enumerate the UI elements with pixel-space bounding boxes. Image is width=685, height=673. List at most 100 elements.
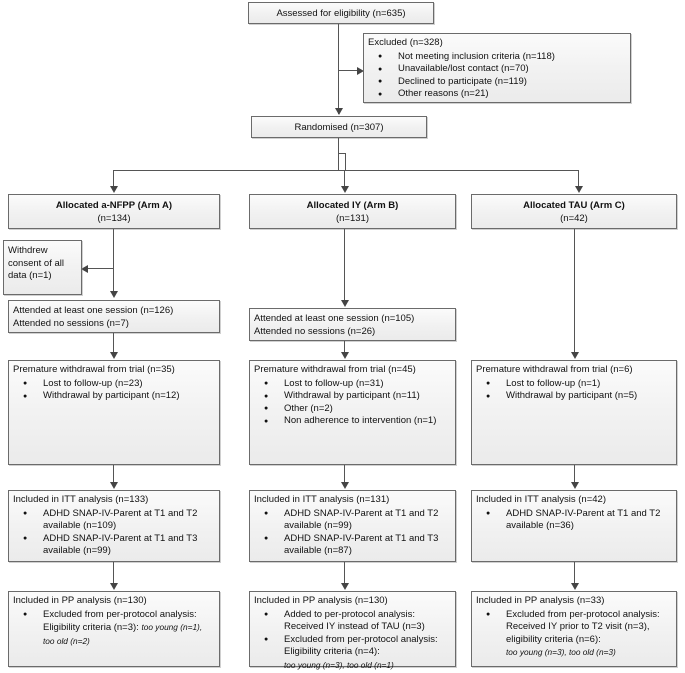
node-withdrawal-arm-a: Premature withdrawal from trial (n=35) L… <box>8 360 220 465</box>
connector-split-left <box>113 170 114 190</box>
arrow-arm-c-to-withdrawal <box>570 352 579 359</box>
list-item: ADHD SNAP-IV-Parent at T1 and T3 availab… <box>254 532 451 558</box>
node-pp-arm-c: Included in PP analysis (n=33) Excluded … <box>471 591 677 667</box>
pp-a-list: Excluded from per-protocol analysis: Eli… <box>13 608 215 649</box>
pp-a-item1-main: Excluded from per-protocol analysis: Eli… <box>43 608 197 634</box>
node-excluded: Excluded (n=328) Not meeting inclusion c… <box>363 33 631 103</box>
pp-c-item1-italic: too young (n=3), too old (n=3) <box>506 647 616 657</box>
node-withdrawal-arm-c: Premature withdrawal from trial (n=6) Lo… <box>471 360 677 465</box>
node-withdrawal-arm-b: Premature withdrawal from trial (n=45) L… <box>249 360 456 465</box>
list-item: Added to per-protocol analysis: Received… <box>254 608 451 634</box>
connector-arm-a-itt-to-pp <box>113 562 114 587</box>
list-item: Excluded from per-protocol analysis: Rec… <box>476 608 672 647</box>
pp-b-list: Added to per-protocol analysis: Received… <box>254 608 451 659</box>
list-item: ADHD SNAP-IV-Parent at T1 and T3 availab… <box>13 532 215 558</box>
pp-b-header: Included in PP analysis (n=130) <box>254 595 388 606</box>
list-item: Lost to follow-up (n=31) <box>254 377 451 391</box>
connector-split-right <box>578 170 579 190</box>
connector-arm-a-alloc-to-attended <box>113 229 114 296</box>
arrow-arm-b-to-pp <box>340 583 349 590</box>
pp-b-item2-italic: too young (n=3), too old (n=1) <box>284 659 394 670</box>
connector-split-bar <box>113 170 579 171</box>
connector-assessed-to-randomised <box>338 24 339 114</box>
withdrawal-c-header: Premature withdrawal from trial (n=6) <box>476 364 633 375</box>
pp-c-item1-main: Excluded from per-protocol analysis: Rec… <box>506 608 660 645</box>
connector-arm-c-alloc-to-withdrawal <box>574 229 575 357</box>
node-allocated-arm-b: Allocated IY (Arm B) (n=131) <box>249 194 456 229</box>
list-item: Declined to participate (n=119) <box>368 75 626 89</box>
list-item: Unavailable/lost contact (n=70) <box>368 63 626 76</box>
itt-b-header: Included in ITT analysis (n=131) <box>254 494 390 505</box>
itt-a-header: Included in ITT analysis (n=133) <box>13 494 149 505</box>
list-item: Withdrawal by participant (n=5) <box>476 390 672 403</box>
connector-split-jog <box>338 153 346 154</box>
node-withdrew-consent: Withdrew consent of all data (n=1) <box>3 240 82 295</box>
arrow-to-arm-a <box>109 186 118 193</box>
allocated-c-line1: Allocated TAU (Arm C) <box>523 200 625 211</box>
node-itt-arm-c: Included in ITT analysis (n=42) ADHD SNA… <box>471 490 677 562</box>
pp-c-list: Excluded from per-protocol analysis: Rec… <box>476 608 672 647</box>
list-item: ADHD SNAP-IV-Parent at T1 and T2 availab… <box>254 507 451 533</box>
withdrawal-b-list: Lost to follow-up (n=31) Withdrawal by p… <box>254 377 451 428</box>
allocated-a-line1: Allocated a-NFPP (Arm A) <box>55 200 173 211</box>
node-pp-arm-a: Included in PP analysis (n=130) Excluded… <box>8 591 220 667</box>
allocated-b-line2: (n=131) <box>335 212 369 224</box>
attended-a-line1: Attended at least one session (n=126) <box>13 305 174 316</box>
list-item: ADHD SNAP-IV-Parent at T1 and T2 availab… <box>13 507 215 533</box>
arrow-to-arm-b <box>340 186 349 193</box>
node-randomised: Randomised (n=307) <box>251 116 427 138</box>
connector-split-middle <box>344 170 345 190</box>
pp-a-item1-italic: too young (n=1), too old (n=2) <box>43 622 203 646</box>
allocated-b-line1: Allocated IY (Arm B) <box>306 200 399 211</box>
node-itt-arm-b: Included in ITT analysis (n=131) ADHD SN… <box>249 490 456 562</box>
arrow-arm-c-to-pp <box>570 583 579 590</box>
connector-arm-c-itt-to-pp <box>574 562 575 587</box>
pp-a-header: Included in PP analysis (n=130) <box>13 595 147 606</box>
itt-c-list: ADHD SNAP-IV-Parent at T1 and T2 availab… <box>476 507 672 533</box>
attended-b-line1: Attended at least one session (n=105) <box>254 313 415 324</box>
list-item: Other reasons (n=21) <box>368 88 626 101</box>
connector-split-jog-v <box>345 153 346 171</box>
list-item: Non adherence to intervention (n=1) <box>254 415 451 428</box>
itt-c-header: Included in ITT analysis (n=42) <box>476 494 606 505</box>
withdrawal-a-header: Premature withdrawal from trial (n=35) <box>13 364 175 375</box>
excluded-header: Excluded (n=328) <box>368 37 443 48</box>
arrow-arm-b-to-attended <box>340 300 349 307</box>
withdrawal-a-list: Lost to follow-up (n=23) Withdrawal by p… <box>13 377 215 403</box>
connector-randomised-stem <box>338 138 339 170</box>
connector-to-excluded <box>338 70 359 71</box>
pp-b-item2-main: Excluded from per-protocol analysis: Eli… <box>284 633 438 658</box>
list-item: Lost to follow-up (n=1) <box>476 377 672 391</box>
arrow-arm-a-to-withdrawal <box>109 352 118 359</box>
allocated-c-line2: (n=42) <box>560 212 588 224</box>
node-itt-arm-a: Included in ITT analysis (n=133) ADHD SN… <box>8 490 220 562</box>
connector-arm-c-withdrawal-to-itt <box>574 465 575 487</box>
arrow-arm-b-to-withdrawal <box>340 352 349 359</box>
randomised-label: Randomised (n=307) <box>294 122 384 133</box>
connector-arm-b-withdrawal-to-itt <box>344 465 345 487</box>
arrow-arm-a-to-attended <box>109 291 118 298</box>
list-item: Withdrawal by participant (n=12) <box>13 390 215 403</box>
connector-arm-b-alloc-to-attended <box>344 229 345 305</box>
pp-c-header: Included in PP analysis (n=33) <box>476 595 605 606</box>
list-item: Other (n=2) <box>254 402 451 416</box>
arrow-arm-a-to-itt <box>109 482 118 489</box>
itt-a-list: ADHD SNAP-IV-Parent at T1 and T2 availab… <box>13 507 215 558</box>
withdrew-consent-label: Withdrew consent of all data (n=1) <box>8 245 64 281</box>
arrow-arm-c-to-itt <box>570 482 579 489</box>
list-item: Lost to follow-up (n=23) <box>13 377 215 391</box>
arrow-to-withdrew-consent <box>81 264 88 273</box>
itt-b-list: ADHD SNAP-IV-Parent at T1 and T2 availab… <box>254 507 451 558</box>
arrow-arm-b-to-itt <box>340 482 349 489</box>
arrow-to-arm-c <box>574 186 583 193</box>
connector-to-withdrew-consent <box>88 268 114 269</box>
attended-b-line2: Attended no sessions (n=26) <box>254 325 376 337</box>
arrow-arm-a-to-pp <box>109 583 118 590</box>
list-item: Excluded from per-protocol analysis: Eli… <box>13 608 215 649</box>
connector-arm-a-withdrawal-to-itt <box>113 465 114 487</box>
connector-arm-b-itt-to-pp <box>344 562 345 587</box>
node-pp-arm-b: Included in PP analysis (n=130) Added to… <box>249 591 456 670</box>
withdrawal-b-header: Premature withdrawal from trial (n=45) <box>254 364 416 375</box>
withdrawal-c-list: Lost to follow-up (n=1) Withdrawal by pa… <box>476 377 672 403</box>
connector-arm-b-attended-to-withdrawal <box>344 341 345 357</box>
